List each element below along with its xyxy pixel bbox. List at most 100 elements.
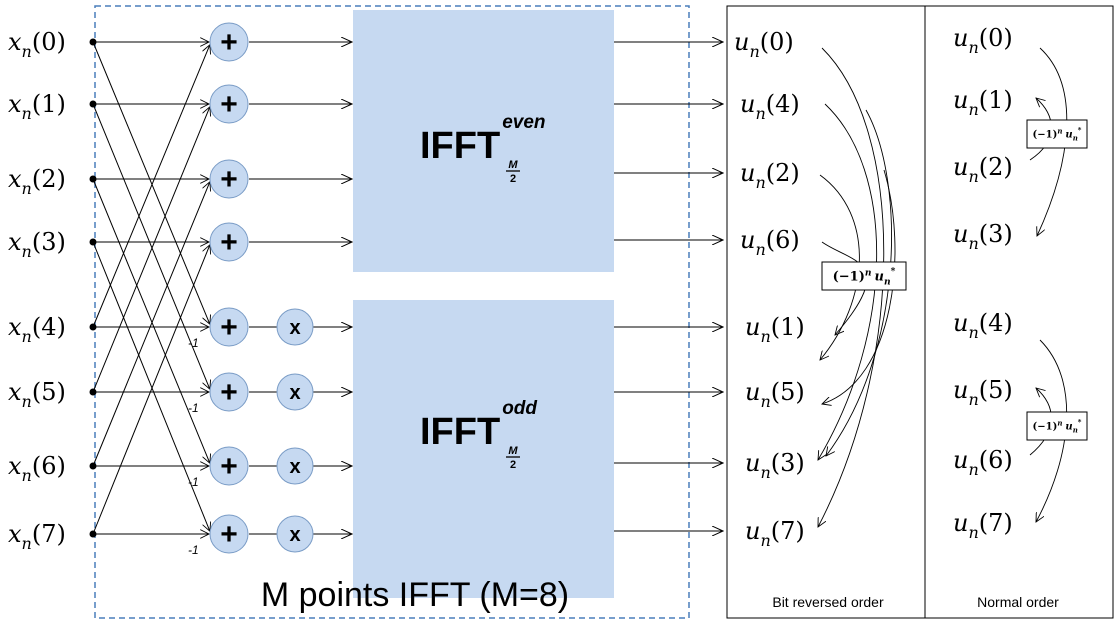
adder-multiplier-nodes: +++++x+x+x+x (89, 22, 314, 554)
bit-reversed-output: un(0) (734, 28, 794, 61)
bit-reversed-output: un(3) (745, 449, 805, 482)
ifft-blocks: IFFTeven M 2 IFFTodd M 2 (353, 10, 614, 598)
wire-cross (92, 41, 210, 324)
svg-text:(−1)nun*: (−1)nun* (833, 266, 896, 287)
ifft-odd-frac-num: M (508, 445, 518, 457)
wire-cross (92, 241, 210, 531)
multiplier-node (276, 373, 314, 411)
ifft-dashed-frame (94, 5, 690, 619)
adder-symbol: + (220, 450, 238, 483)
minus-one-label: -1 (188, 401, 199, 415)
normal-order-output: un(3) (953, 220, 1013, 253)
ifft-odd-label: IFFTodd (420, 398, 537, 453)
ifft-odd-frac-den: 2 (510, 459, 516, 471)
reorder-curve (820, 174, 860, 360)
input-dot (89, 100, 97, 108)
input-dot (89, 38, 97, 46)
ifft-even-sup: even (502, 112, 545, 133)
normal-order-title: Normal order (977, 594, 1059, 610)
input-dot (89, 323, 97, 331)
minus-one-label: -1 (188, 543, 199, 557)
input-dot (89, 530, 97, 538)
adder-node (209, 307, 249, 347)
output-arrows (614, 42, 723, 531)
wire-cross (92, 45, 210, 328)
bit-reversed-title: Bit reversed order (772, 594, 884, 610)
bit-reversed-output: un(6) (740, 226, 800, 259)
adder-node (209, 222, 249, 262)
adder-node (209, 372, 249, 412)
adder-symbol: + (220, 376, 238, 409)
ifft-odd-block (353, 300, 614, 598)
normal-order-output: un(2) (953, 153, 1013, 186)
wire-cross (92, 182, 210, 467)
svg-text:(−1)nun*: (−1)nun* (1033, 126, 1082, 143)
normal-order-output: un(1) (953, 86, 1013, 119)
minus-one-label: -1 (188, 475, 199, 489)
minus-one-labels: -1 -1 -1 -1 (188, 336, 199, 557)
input-dot (89, 388, 97, 396)
output-labels: un(0) un(4) un(2) un(6) un(1) un(5) un(3) un(7)… (734, 24, 1013, 550)
bit-reversed-output: un(7) (745, 517, 805, 550)
input-labels: xn(0) xn(1) xn(2) xn(3) xn(4) xn(5) xn(6) xn(7) (8, 28, 66, 553)
adder-node (209, 446, 249, 486)
adder-symbol: + (220, 26, 238, 59)
ifft-caption: M points IFFT (M=8) (261, 576, 569, 614)
input-label: xn(5) (8, 378, 66, 411)
input-label: xn(3) (8, 228, 66, 261)
input-label: xn(1) (8, 90, 66, 123)
ifft-odd-main: IFFT (420, 411, 500, 453)
ifft-even-label: IFFTeven (420, 112, 546, 167)
normal-order-output: un(6) (953, 446, 1013, 479)
adder-node (209, 22, 249, 62)
adder-node (209, 514, 249, 554)
adder-symbol: + (220, 88, 238, 121)
input-label: xn(4) (8, 313, 66, 346)
wire-cross (92, 103, 210, 389)
multiplier-node (276, 308, 314, 346)
bit-reversed-output: un(5) (745, 378, 805, 411)
wire-cross (92, 107, 210, 393)
input-label: xn(6) (8, 452, 66, 485)
normal-order-output: un(4) (953, 309, 1013, 342)
adder-symbol: + (220, 163, 238, 196)
butterfly-wires (92, 41, 352, 535)
adder-node (209, 159, 249, 199)
normal-order-output: un(5) (953, 376, 1013, 409)
input-label: xn(7) (8, 520, 66, 553)
ifft-even-main: IFFT (420, 125, 500, 167)
svg-text:(−1)nun*: (−1)nun* (1033, 418, 1082, 435)
multiplier-symbol: x (289, 524, 300, 546)
adder-symbol: + (220, 518, 238, 551)
reorder-curve (818, 103, 878, 460)
wire-cross (92, 178, 210, 463)
multiplier-node (276, 515, 314, 553)
input-label: xn(0) (8, 28, 66, 61)
multiplier-symbol: x (289, 456, 300, 478)
reorder-curve (818, 47, 885, 527)
multiplier-node (276, 447, 314, 485)
normal-order-output: un(7) (953, 509, 1013, 542)
ifft-odd-sup: odd (502, 398, 537, 419)
normal-order-panel (924, 5, 1114, 619)
reorder-curve (822, 169, 896, 404)
adder-symbol: + (220, 226, 238, 259)
multiplier-symbol: x (289, 382, 300, 404)
wire-cross (92, 245, 210, 535)
ifft-even-frac-num: M (508, 159, 518, 171)
multiplier-symbol: x (289, 317, 300, 339)
normal-order-output: un(0) (953, 24, 1013, 57)
bit-reversed-output: un(1) (745, 313, 805, 346)
bit-reversed-output: un(4) (740, 90, 800, 123)
input-label: xn(2) (8, 165, 66, 198)
adder-node (209, 84, 249, 124)
minus-one-label: -1 (188, 336, 199, 350)
bit-reversed-output: un(2) (740, 159, 800, 192)
input-dot (89, 462, 97, 470)
input-dot (89, 238, 97, 246)
